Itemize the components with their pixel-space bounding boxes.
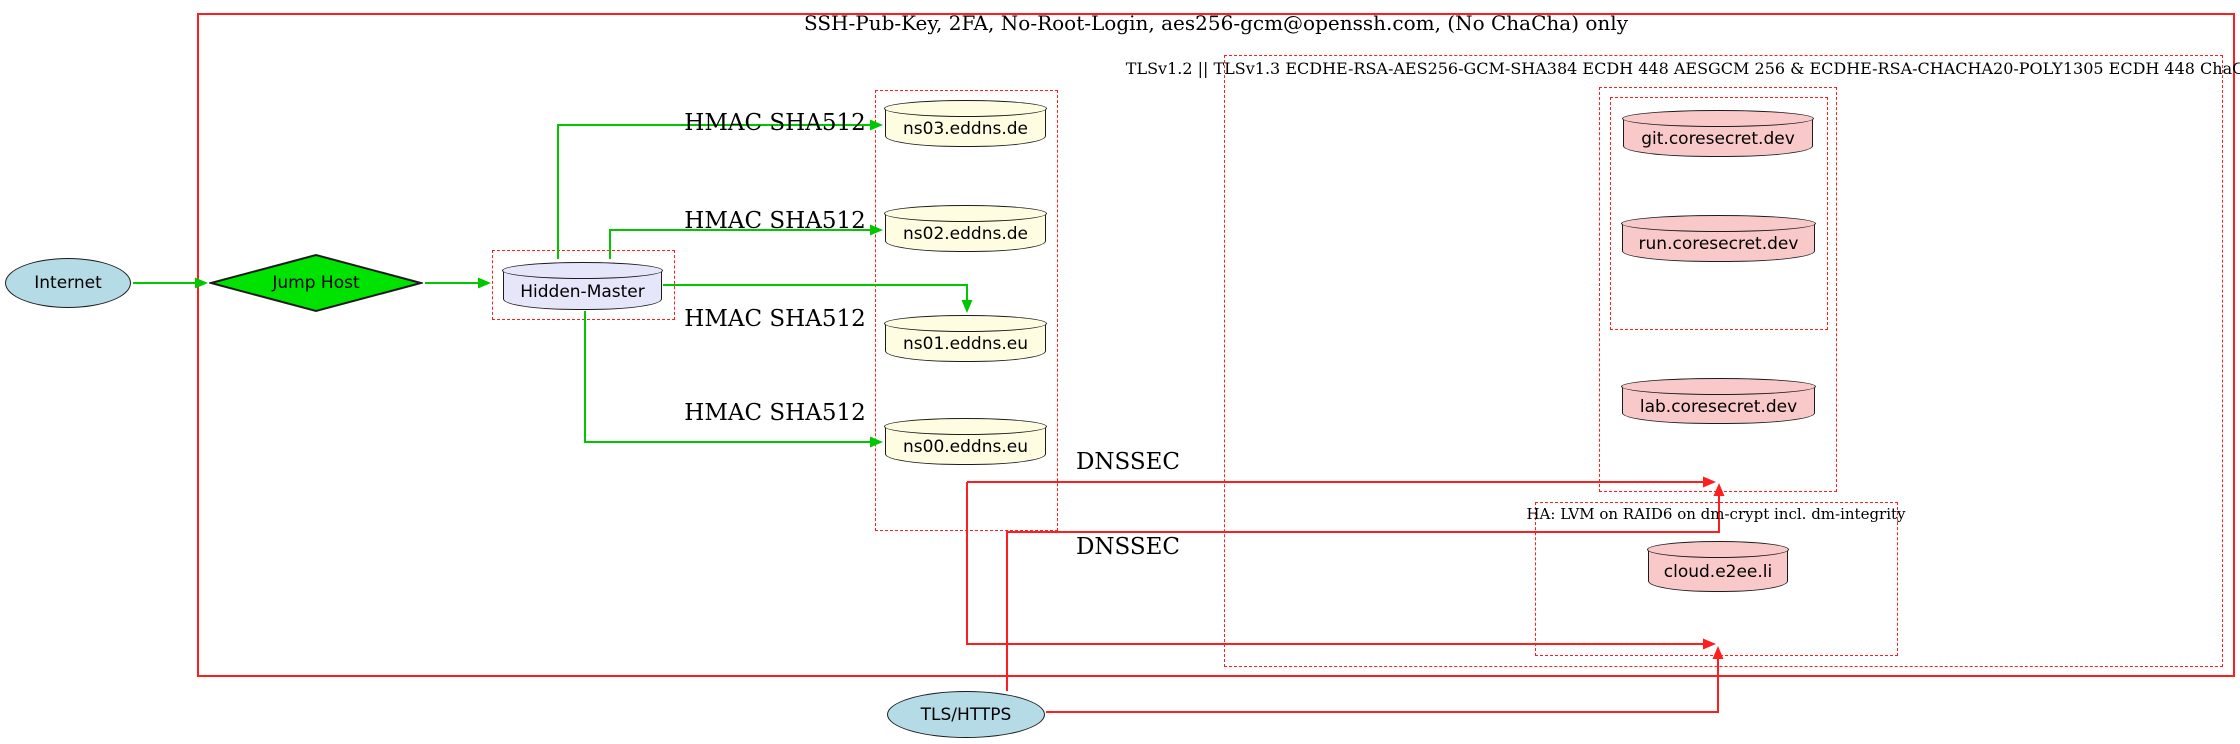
node-ns00-label: ns00.eddns.eu [903,437,1028,457]
node-lab-label: lab.coresecret.dev [1639,396,1798,417]
node-ns02: ns02.eddns.de [884,204,1047,252]
node-cloud: cloud.e2ee.li [1647,540,1789,592]
node-internet-label: Internet [34,273,102,293]
cluster-git-run-boundary [1610,97,1828,330]
node-lab: lab.coresecret.dev [1621,377,1816,424]
node-ns00: ns00.eddns.eu [884,417,1047,465]
node-ns01: ns01.eddns.eu [884,314,1047,362]
edge-tlshttps-to-ha [1046,646,1724,713]
node-jump-host: Jump Host [209,253,423,313]
edge-tlshttps-to-services [1006,483,1725,691]
edge-master-to-ns00 [584,311,883,448]
node-tls-https-label: TLS/HTTPS [920,704,1012,725]
node-run-label: run.coresecret.dev [1638,234,1799,254]
node-jump-host-label: Jump Host [272,273,360,293]
cluster-tls-boundary [1224,55,2223,667]
cluster-ssh-boundary [197,13,2235,677]
edge-master-to-ns01 [663,284,973,313]
node-ns01-label: ns01.eddns.eu [903,334,1028,354]
edge-dnssec-to-ha [966,482,1716,650]
diamond-shape [209,253,423,313]
node-tls-https: TLS/HTTPS [887,691,1045,738]
node-hidden-master: Hidden-Master [502,261,663,310]
node-hidden-master-label: Hidden-Master [520,281,645,302]
node-git: git.coresecret.dev [1622,109,1814,157]
edge-master-to-ns03 [557,119,883,259]
node-git-label: git.coresecret.dev [1641,129,1795,149]
node-ns03-label: ns03.eddns.de [903,119,1028,139]
node-internet: Internet [5,258,131,308]
node-ns03: ns03.eddns.de [884,99,1047,147]
node-cloud-label: cloud.e2ee.li [1663,562,1773,582]
node-ns02-label: ns02.eddns.de [903,224,1028,244]
node-run: run.coresecret.dev [1621,214,1816,262]
edge-master-to-ns02 [609,224,883,259]
